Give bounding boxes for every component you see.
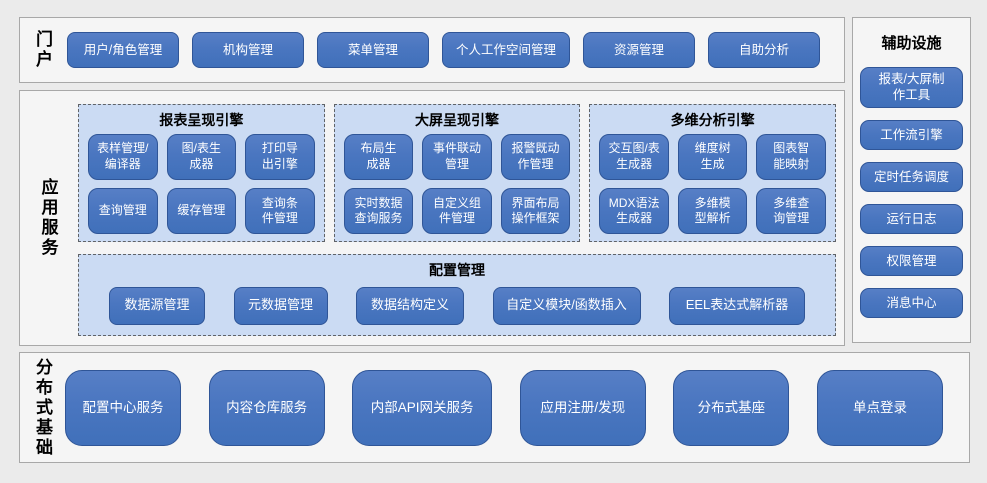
- aux-button-message-center[interactable]: 消息中心: [860, 287, 963, 318]
- engine-grid: 布局生 成器 事件联动 管理 报警既动 作管理 实时数据 查询服务 自定义组 件…: [343, 134, 572, 235]
- config-button-row: 数据源管理 元数据管理 数据结构定义 自定义模块/函数插入 EEL表达式解析器: [109, 284, 805, 327]
- engine-button[interactable]: 查询条 件管理: [245, 188, 315, 235]
- engine-button[interactable]: 图表智 能映射: [756, 134, 826, 181]
- aux-button-workflow[interactable]: 工作流引擎: [860, 119, 963, 150]
- engine-button[interactable]: 打印导 出引擎: [245, 134, 315, 181]
- aux-button-scheduler[interactable]: 定时任务调度: [860, 161, 963, 192]
- engines-row: 报表呈现引擎 表样管理/ 编译器 图/表生 成器 打印导 出引擎 查询管理 缓存…: [78, 104, 837, 243]
- portal-button-selfservice[interactable]: 自助分析: [708, 32, 820, 68]
- config-management-box: 配置管理 数据源管理 元数据管理 数据结构定义 自定义模块/函数插入 EEL表达…: [78, 254, 836, 336]
- engine-button[interactable]: 实时数据 查询服务: [343, 188, 414, 235]
- portal-button-resource[interactable]: 资源管理: [583, 32, 695, 68]
- engine-button[interactable]: 缓存管理: [166, 188, 237, 235]
- distributed-base-label: 分布式基础: [33, 357, 52, 458]
- config-button-datasource[interactable]: 数据源管理: [109, 286, 205, 325]
- app-services-content: 报表呈现引擎 表样管理/ 编译器 图/表生 成器 打印导 出引擎 查询管理 缓存…: [64, 91, 844, 345]
- engine-box-report: 报表呈现引擎 表样管理/ 编译器 图/表生 成器 打印导 出引擎 查询管理 缓存…: [78, 104, 325, 243]
- engine-button[interactable]: 报警既动 作管理: [500, 134, 571, 181]
- app-services-label-wrap: 应用服务: [20, 91, 64, 345]
- engine-button[interactable]: 图/表生 成器: [166, 134, 237, 181]
- aux-button-run-log[interactable]: 运行日志: [860, 203, 963, 234]
- engine-button[interactable]: 自定义组 件管理: [422, 188, 492, 235]
- engine-button[interactable]: 多维模 型解析: [677, 188, 748, 235]
- engine-grid: 表样管理/ 编译器 图/表生 成器 打印导 出引擎 查询管理 缓存管理 查询条 …: [87, 134, 316, 235]
- portal-button-row: 用户/角色管理 机构管理 菜单管理 个人工作空间管理 资源管理 自助分析: [67, 32, 820, 68]
- aux-button-report-tool[interactable]: 报表/大屏制 作工具: [860, 67, 963, 108]
- engine-button[interactable]: 布局生 成器: [343, 134, 414, 181]
- engine-button[interactable]: 查询管理: [88, 188, 158, 235]
- dist-button-sso[interactable]: 单点登录: [816, 369, 943, 446]
- engine-grid: 交互图/表 生成器 维度树 生成 图表智 能映射 MDX语法 生成器 多维模 型…: [598, 134, 827, 235]
- app-services-section: 应用服务 报表呈现引擎 表样管理/ 编译器 图/表生 成器 打印导 出引擎 查询…: [19, 90, 845, 346]
- engine-button[interactable]: 事件联动 管理: [422, 134, 492, 181]
- portal-label: 门户: [33, 30, 52, 70]
- engine-button[interactable]: 交互图/表 生成器: [599, 134, 669, 181]
- distributed-base-section: 分布式基础 配置中心服务 内容仓库服务 内部API网关服务 应用注册/发现 分布…: [19, 352, 970, 463]
- aux-button-permission[interactable]: 权限管理: [860, 245, 963, 276]
- engine-button[interactable]: 多维查 询管理: [756, 188, 826, 235]
- engine-title: 多维分析引擎: [670, 112, 755, 128]
- config-button-structure[interactable]: 数据结构定义: [356, 286, 464, 325]
- config-button-metadata[interactable]: 元数据管理: [233, 286, 328, 325]
- distributed-button-row: 配置中心服务 内容仓库服务 内部API网关服务 应用注册/发现 分布式基座 单点…: [65, 369, 943, 446]
- engine-button[interactable]: 界面布局 操作框架: [500, 188, 571, 235]
- portal-button-menu[interactable]: 菜单管理: [317, 32, 429, 68]
- config-button-custom-module[interactable]: 自定义模块/函数插入: [492, 286, 641, 325]
- portal-button-user-role[interactable]: 用户/角色管理: [67, 32, 179, 68]
- auxiliary-section: 辅助设施 报表/大屏制 作工具 工作流引擎 定时任务调度 运行日志 权限管理 消…: [852, 17, 971, 343]
- auxiliary-button-column: 报表/大屏制 作工具 工作流引擎 定时任务调度 运行日志 权限管理 消息中心: [853, 55, 970, 330]
- dist-button-app-registry[interactable]: 应用注册/发现: [519, 369, 646, 446]
- portal-button-workspace[interactable]: 个人工作空间管理: [442, 32, 570, 68]
- dist-button-config-center[interactable]: 配置中心服务: [65, 369, 181, 446]
- engine-box-bigscreen: 大屏呈现引擎 布局生 成器 事件联动 管理 报警既动 作管理 实时数据 查询服务…: [333, 104, 581, 243]
- engine-button[interactable]: 维度树 生成: [677, 134, 748, 181]
- engine-box-olap: 多维分析引擎 交互图/表 生成器 维度树 生成 图表智 能映射 MDX语法 生成…: [589, 104, 837, 243]
- dist-button-distributed-base[interactable]: 分布式基座: [673, 369, 790, 446]
- engine-button[interactable]: MDX语法 生成器: [599, 188, 669, 235]
- config-button-eel-parser[interactable]: EEL表达式解析器: [669, 286, 805, 325]
- portal-section: 门户 用户/角色管理 机构管理 菜单管理 个人工作空间管理 资源管理 自助分析: [19, 17, 845, 83]
- portal-button-org[interactable]: 机构管理: [192, 32, 304, 68]
- engine-title: 报表呈现引擎: [159, 112, 244, 128]
- dist-button-api-gateway[interactable]: 内部API网关服务: [352, 369, 493, 446]
- dist-button-content-repo[interactable]: 内容仓库服务: [208, 369, 325, 446]
- engine-title: 大屏呈现引擎: [415, 112, 499, 128]
- engine-button[interactable]: 表样管理/ 编译器: [88, 134, 158, 181]
- config-title: 配置管理: [429, 262, 485, 279]
- auxiliary-title: 辅助设施: [881, 35, 942, 52]
- app-services-label: 应用服务: [38, 178, 58, 258]
